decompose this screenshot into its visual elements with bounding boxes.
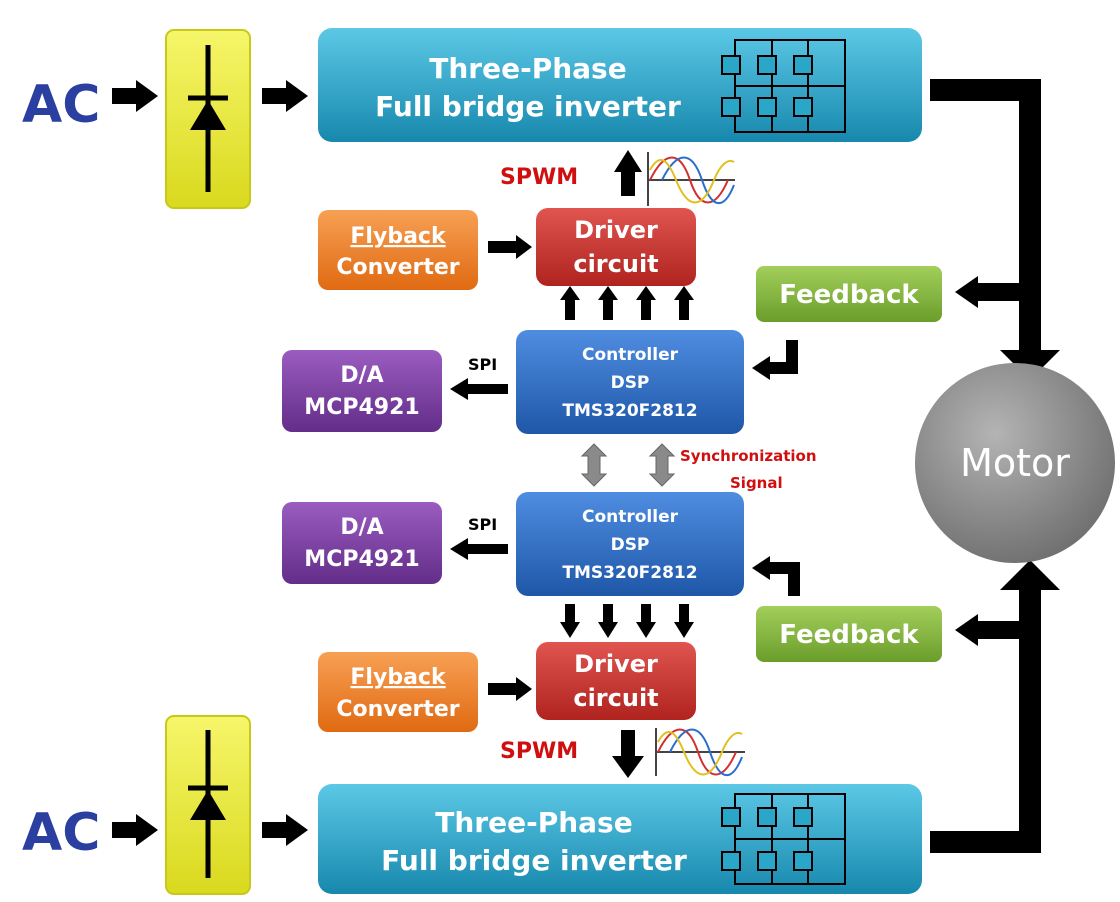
sync-label-line2: Signal: [730, 474, 783, 492]
feedback-block: Feedback: [756, 606, 942, 662]
flyback-converter: Flyback Converter: [318, 652, 478, 732]
ac-input-label: AC: [22, 75, 100, 135]
rectifier-diode-icon: [188, 730, 228, 878]
controller-dsp: Controller DSP TMS320F2812: [516, 330, 744, 434]
inverter-title-line2: Full bridge inverter: [381, 844, 687, 877]
inverter-title-line1: Three-Phase: [429, 52, 626, 85]
feedback-label: Feedback: [779, 620, 919, 650]
sine-wave-icon: [647, 152, 735, 206]
controller-line1: Controller: [582, 507, 679, 527]
sine-wave-icon: [655, 728, 745, 777]
igbt-bridge-icon: [721, 39, 846, 133]
driver-circuit: Driver circuit: [536, 642, 696, 720]
da-converter: D/A MCP4921: [282, 502, 442, 584]
motor: Motor: [915, 363, 1115, 563]
spwm-label: SPWM: [500, 739, 578, 764]
spi-label: SPI: [468, 355, 497, 374]
driver-line1: Driver: [574, 650, 658, 678]
arrow-controller-to-da: [450, 538, 508, 560]
arrow-driver-to-inverter: [612, 730, 644, 778]
spwm-label: SPWM: [500, 165, 578, 190]
controller-line1: Controller: [582, 345, 679, 365]
arrow-flyback-to-driver: [488, 235, 532, 259]
flyback-line2: Converter: [336, 697, 459, 722]
sync-label-line1: Synchronization: [680, 447, 817, 465]
arrow-ac-to-rectifier: [112, 814, 158, 846]
spi-label: SPI: [468, 515, 497, 534]
flyback-line2: Converter: [336, 255, 459, 280]
driver-line1: Driver: [574, 216, 658, 244]
arrow-flyback-to-driver: [488, 677, 532, 701]
arrow-rectifier-to-inverter: [262, 814, 308, 846]
flyback-line1: Flyback: [350, 224, 447, 249]
da-line2: MCP4921: [304, 395, 419, 420]
driver-circuit: Driver circuit: [536, 208, 696, 286]
driver-line2: circuit: [573, 250, 658, 278]
arrows-controller-to-driver: [560, 604, 694, 638]
flyback-converter: Flyback Converter: [318, 210, 478, 290]
controller-line3: TMS320F2812: [562, 401, 697, 421]
da-converter: D/A MCP4921: [282, 350, 442, 432]
arrow-feedback-to-controller: [752, 340, 798, 380]
controller-line2: DSP: [611, 535, 650, 555]
arrows-controller-to-driver: [560, 286, 694, 320]
top-channel: AC Three-Phase Full bridge inverter: [22, 28, 942, 434]
controller-line3: TMS320F2812: [562, 563, 697, 583]
inverter-title-line2: Full bridge inverter: [375, 90, 681, 123]
arrow-rectifier-to-inverter: [262, 80, 308, 112]
sync-link: Synchronization Signal: [580, 443, 817, 492]
arrow-ac-to-rectifier: [112, 80, 158, 112]
motor-label: Motor: [960, 441, 1070, 485]
da-line1: D/A: [340, 363, 383, 388]
bottom-channel: Controller DSP TMS320F2812 SPI D/A MCP49…: [22, 492, 942, 895]
rectifier-diode-icon: [188, 45, 228, 192]
feedback-label: Feedback: [779, 280, 919, 310]
igbt-bridge-icon: [721, 793, 846, 885]
driver-line2: circuit: [573, 684, 658, 712]
feedback-block: Feedback: [756, 266, 942, 322]
inverter: Three-Phase Full bridge inverter: [318, 784, 922, 894]
ac-input-label: AC: [22, 803, 100, 863]
rectifier: [165, 715, 251, 895]
da-line1: D/A: [340, 515, 383, 540]
arrow-controller-to-da: [450, 378, 508, 400]
controller-line2: DSP: [611, 373, 650, 393]
arrow-feedback-to-controller: [752, 556, 800, 596]
feedback-taps: [955, 276, 1030, 646]
inverter: Three-Phase Full bridge inverter: [318, 28, 922, 142]
flyback-line1: Flyback: [350, 665, 447, 690]
arrow-driver-to-inverter: [614, 150, 642, 196]
inverter-title-line1: Three-Phase: [435, 806, 632, 839]
da-line2: MCP4921: [304, 547, 419, 572]
controller-dsp: Controller DSP TMS320F2812: [516, 492, 744, 596]
rectifier: [165, 29, 251, 209]
